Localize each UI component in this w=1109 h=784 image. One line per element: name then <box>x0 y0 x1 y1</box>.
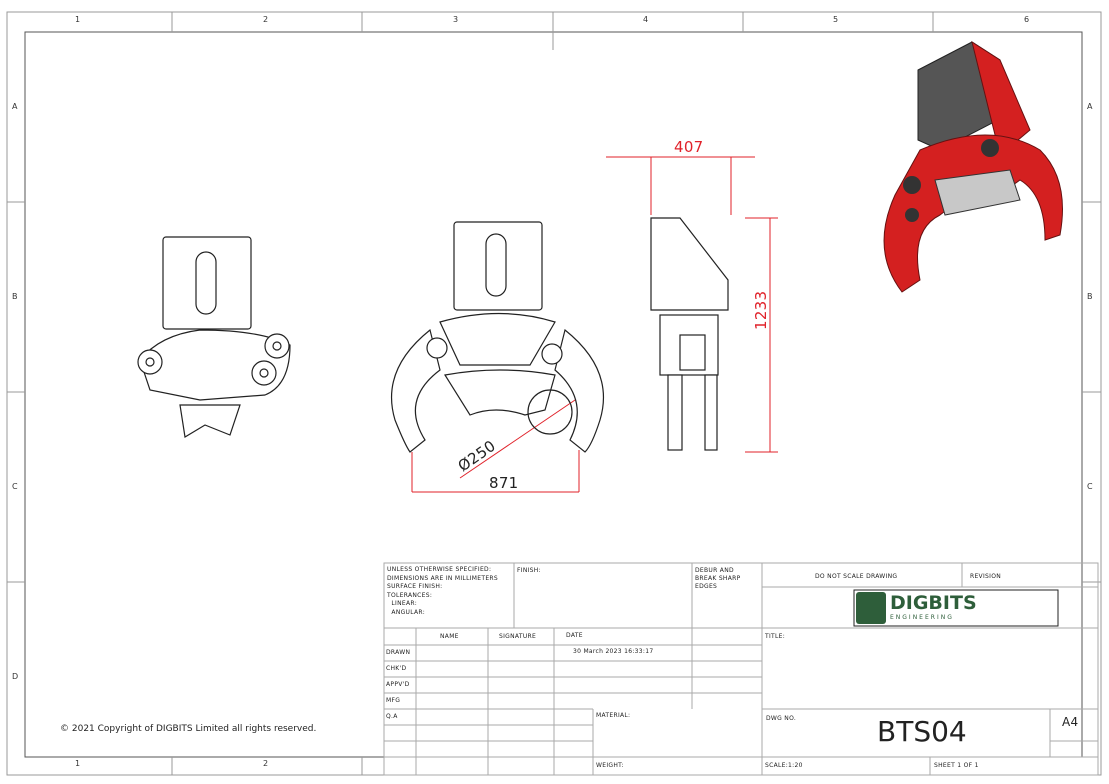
copyright: © 2021 Copyright of DIGBITS Limited all … <box>60 724 317 734</box>
general-notes: UNLESS OTHERWISE SPECIFIED: DIMENSIONS A… <box>387 566 498 618</box>
zone-row-c-right: C <box>1087 482 1093 491</box>
note: LINEAR: <box>387 600 418 608</box>
dwg-number: BTS04 <box>877 715 967 748</box>
note: SURFACE FINISH: <box>387 583 443 591</box>
title-label: TITLE: <box>765 633 786 640</box>
deburr-line: BREAK SHARP <box>695 575 741 582</box>
logo-frame <box>853 589 1059 627</box>
zone-row-c: C <box>12 482 18 491</box>
isometric-render <box>883 40 1063 293</box>
dwg-no-label: DWG NO. <box>766 715 797 722</box>
scale-label: SCALE:1:20 <box>765 762 803 769</box>
dimension-lines <box>411 156 778 493</box>
zone-col-2-bottom: 2 <box>263 759 269 768</box>
weight-label: WEIGHT: <box>596 762 624 769</box>
role-drawn: DRAWN <box>386 649 411 656</box>
zone-col-4: 4 <box>643 15 649 24</box>
role-qa: Q.A <box>386 713 398 720</box>
deburr-line: EDGES <box>695 583 718 590</box>
deburr-line: DEBUR AND <box>695 567 734 574</box>
note: TOLERANCES: <box>387 591 433 599</box>
logo-name: DIGBITS <box>890 592 977 614</box>
drawn-date: 30 March 2023 16:33:17 <box>573 648 654 655</box>
note: UNLESS OTHERWISE SPECIFIED: <box>387 566 492 573</box>
header-signature: SIGNATURE <box>499 633 537 640</box>
do-not-scale: DO NOT SCALE DRAWING <box>815 573 898 580</box>
sheet-size: A4 <box>1062 715 1079 729</box>
zone-row-a: A <box>12 102 18 111</box>
note: ANGULAR: <box>387 608 426 616</box>
note: DIMENSIONS ARE IN MILLIMETERS <box>387 574 498 582</box>
material-label: MATERIAL: <box>596 712 631 719</box>
zone-col-5: 5 <box>833 15 839 24</box>
logo-badge <box>856 592 886 624</box>
deburr-note: DEBUR AND BREAK SHARP EDGES <box>695 567 741 591</box>
dim-width-top: 407 <box>674 138 704 156</box>
zone-col-1-bottom: 1 <box>75 759 81 768</box>
zone-col-2: 2 <box>263 15 269 24</box>
logo-sub: ENGINEERING <box>890 614 954 621</box>
role-approved: APPV'D <box>386 681 410 688</box>
header-date: DATE <box>566 632 583 639</box>
zone-col-1: 1 <box>75 15 81 24</box>
title-block-grid <box>383 562 1099 776</box>
zone-row-a-right: A <box>1087 102 1093 111</box>
role-checked: CHK'D <box>386 665 407 672</box>
header-name: NAME <box>440 633 459 640</box>
zone-row-b: B <box>12 292 18 301</box>
revision-label: REVISION <box>970 573 1002 580</box>
zone-col-6: 6 <box>1024 15 1030 24</box>
zone-row-b-right: B <box>1087 292 1093 301</box>
orthographic-views <box>137 217 729 453</box>
zone-row-d: D <box>12 672 19 681</box>
dim-width-bottom: 871 <box>489 474 519 492</box>
finish-label: FINISH: <box>517 567 541 574</box>
role-mfg: MFG <box>386 697 401 704</box>
zone-col-3: 3 <box>453 15 459 24</box>
dim-height: 1233 <box>752 290 770 330</box>
sheet-label: SHEET 1 OF 1 <box>934 762 979 769</box>
